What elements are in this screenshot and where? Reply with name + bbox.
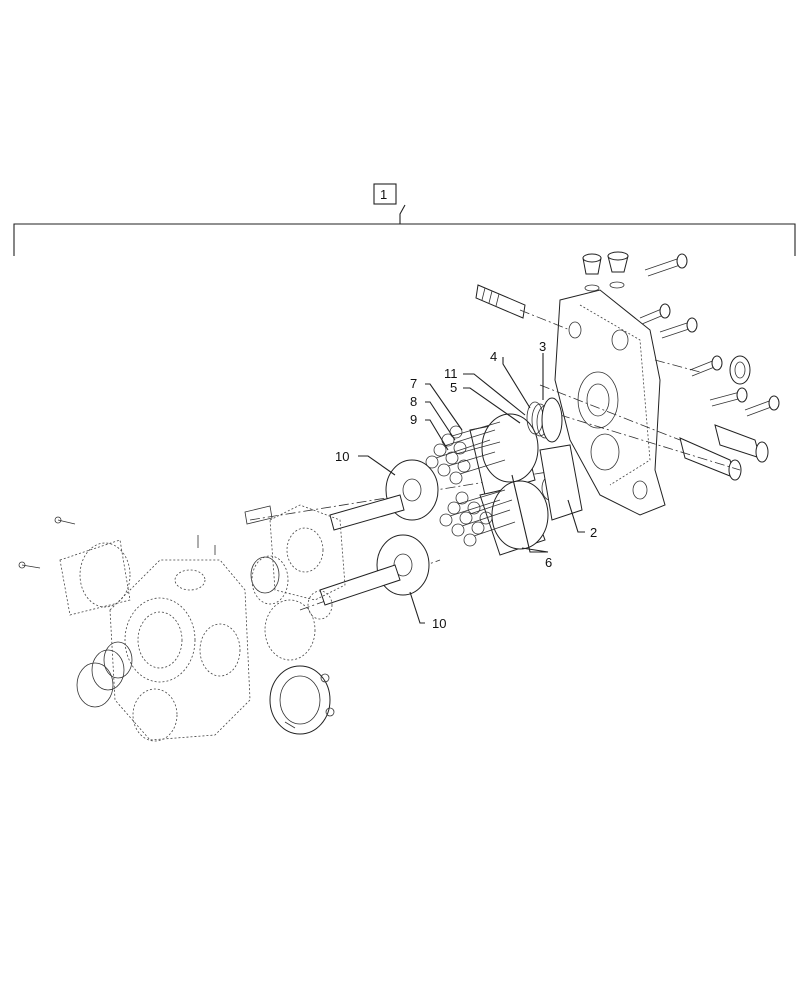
callout-10-upper: 10 [335,449,349,464]
callout-11: 11 [444,366,458,381]
thrust-plate-lower [376,534,430,596]
assembly-label: 1 [380,187,387,202]
callout-3: 3 [539,339,546,354]
end-cover-plate [554,289,666,516]
callout-5: 5 [450,380,457,395]
callout-7: 7 [410,376,417,391]
shafts [319,494,405,606]
plug-caps [582,251,629,292]
main-housing [59,539,316,742]
callout-6: 6 [545,555,552,570]
bottom-cover [269,665,335,735]
bolts-right [639,253,780,417]
leader-lines [358,353,585,624]
assembly-bracket: 1 [13,183,796,256]
snap-rings [76,556,280,708]
callout-8: 8 [410,394,417,409]
lower-cylinder-block [439,480,549,556]
long-bolt [475,284,526,319]
upper-cylinder-block [425,413,539,496]
port-plate [539,444,583,521]
callout-10-lower: 10 [432,616,446,631]
callout-2: 2 [590,525,597,540]
callout-4: 4 [490,349,497,364]
small-screws [18,516,216,569]
cartridge-plugs [679,424,769,481]
callout-9: 9 [410,412,417,427]
callout-labels: 2 3 4 5 6 7 8 9 10 10 11 [335,339,597,631]
swash-housing [244,504,346,620]
